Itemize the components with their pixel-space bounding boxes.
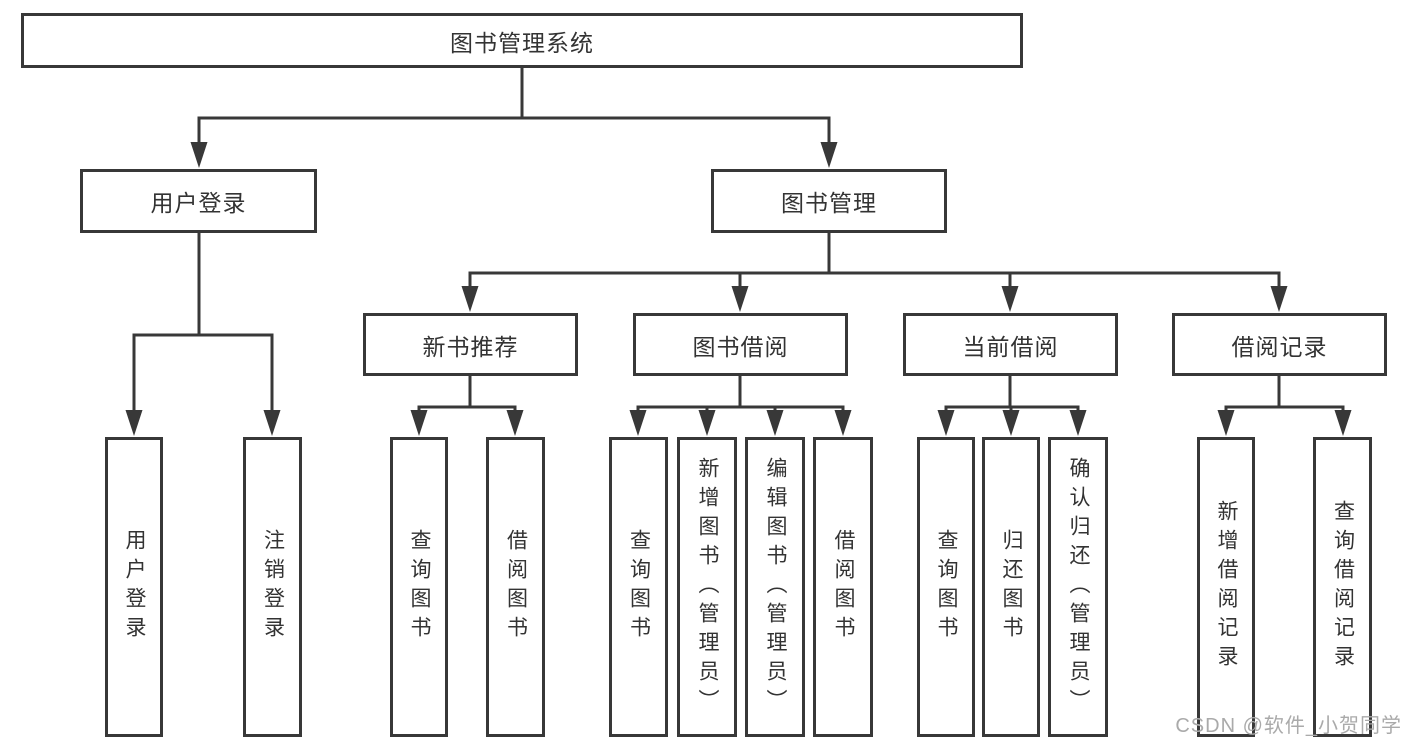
node-bb-query: 查询图书 [609,437,668,737]
node-book-borrow-label: 图书借阅 [692,333,789,360]
node-bb-add: 新增图书（管理员） [677,437,737,737]
node-cb-return-label: 归还图书 [1000,529,1023,645]
node-current-borrow: 当前借阅 [903,313,1118,376]
node-bb-edit: 编辑图书（管理员） [745,437,805,737]
node-bb-add-label: 新增图书（管理员） [696,456,719,718]
node-new-book-rec-label: 新书推荐 [422,333,519,360]
node-user-login-label: 用户登录 [150,190,247,216]
edges-current-borrow [937,376,1087,436]
edges-borrow-record [1217,376,1352,436]
node-bb-borrow: 借阅图书 [813,437,873,737]
node-bb-edit-label: 编辑图书（管理员） [764,456,787,718]
node-nb-query: 查询图书 [390,437,448,737]
node-borrow-record: 借阅记录 [1172,313,1387,376]
node-book-mgmt-label: 图书管理 [781,190,877,216]
node-ul-login-label: 用户登录 [123,529,146,645]
node-nb-query-label: 查询图书 [408,529,431,645]
node-user-login: 用户登录 [80,169,317,233]
node-borrow-record-label: 借阅记录 [1231,333,1328,360]
node-book-mgmt: 图书管理 [711,169,947,233]
node-br-add: 新增借阅记录 [1197,437,1255,737]
node-br-query-label: 查询借阅记录 [1331,500,1355,674]
node-bb-query-label: 查询图书 [627,529,651,645]
node-book-borrow: 图书借阅 [633,313,848,376]
node-ul-login: 用户登录 [105,437,163,737]
node-ul-logout-label: 注销登录 [261,529,285,645]
node-br-query: 查询借阅记录 [1313,437,1372,737]
node-cb-confirm: 确认归还（管理员） [1048,437,1108,737]
node-current-borrow-label: 当前借阅 [962,333,1059,360]
edges-book-borrow [629,376,852,436]
node-bb-borrow-label: 借阅图书 [832,529,855,645]
node-root: 图书管理系统 [21,13,1023,68]
edges-book-mgmt [461,233,1288,312]
edges-user-login [125,233,281,436]
node-new-book-rec: 新书推荐 [363,313,578,376]
node-cb-query: 查询图书 [917,437,975,737]
node-cb-return: 归还图书 [982,437,1040,737]
csdn-watermark: CSDN @软件_小贺同学 [1175,715,1402,737]
node-cb-confirm-label: 确认归还（管理员） [1067,456,1090,718]
node-nb-borrow-label: 借阅图书 [504,529,528,645]
node-br-add-label: 新增借阅记录 [1215,500,1238,674]
node-cb-query-label: 查询图书 [935,529,958,645]
node-nb-borrow: 借阅图书 [486,437,545,737]
edges-root [190,68,838,168]
edges-new-book-rec [410,376,524,436]
node-ul-logout: 注销登录 [243,437,302,737]
node-root-label: 图书管理系统 [450,29,594,56]
